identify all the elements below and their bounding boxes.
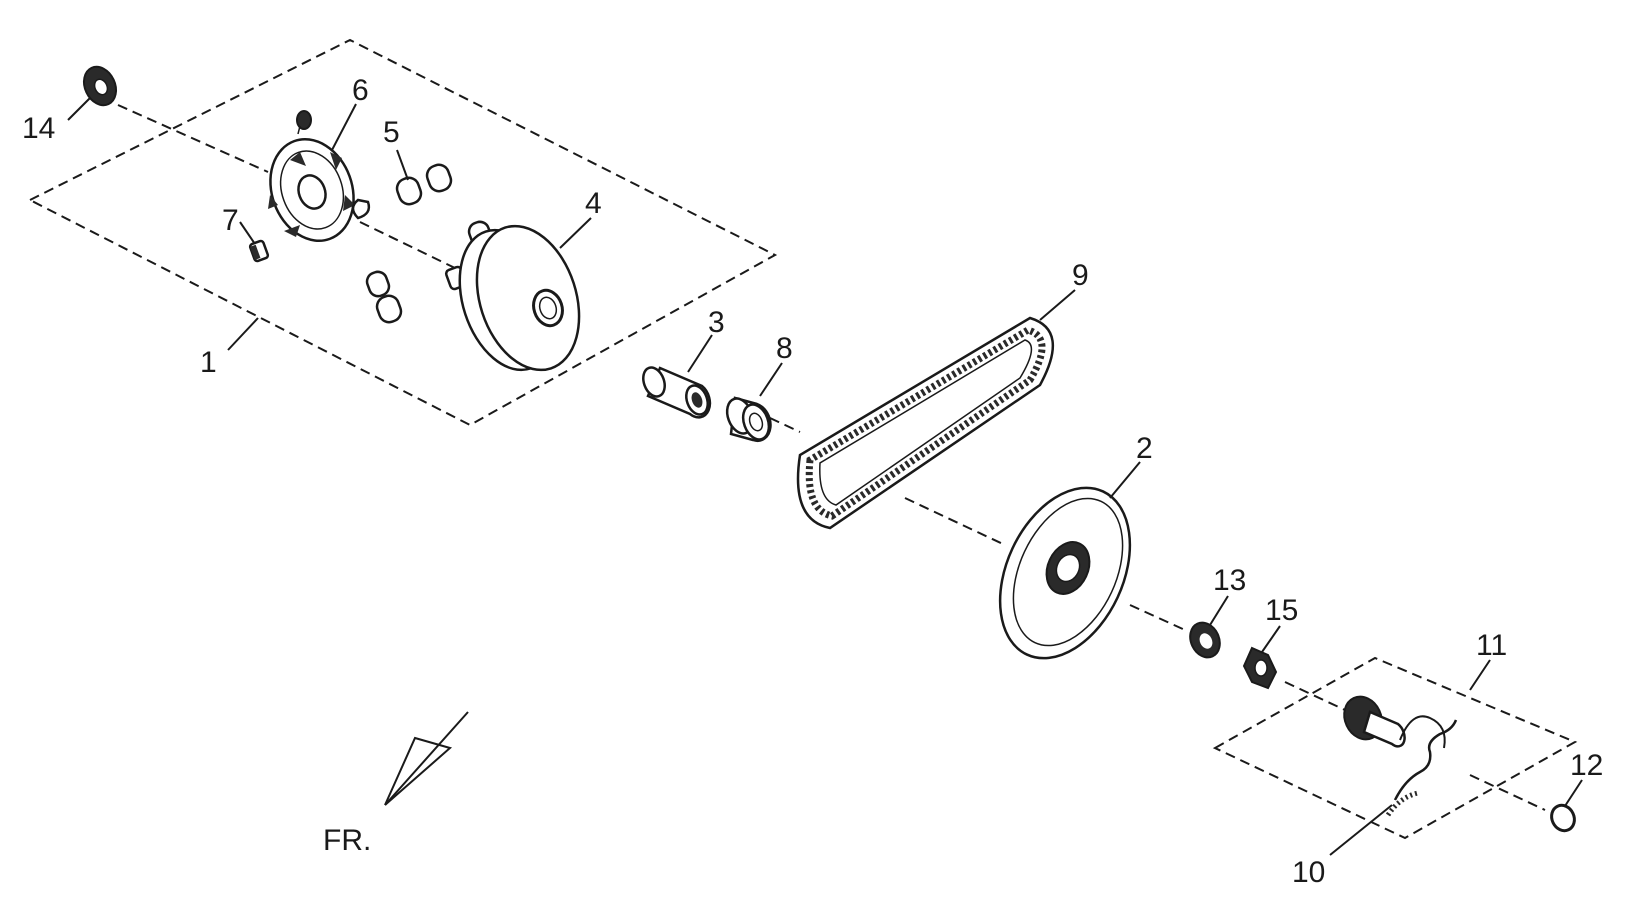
- part-4-drive-face: [458, 224, 581, 372]
- part-6-screw: [296, 110, 312, 135]
- assembly-1-boundary: [27, 38, 778, 427]
- part-10-spring-clip: [1385, 719, 1458, 817]
- callout-12: 12: [1570, 749, 1603, 782]
- leader-3: [687, 334, 713, 373]
- callout-13: 13: [1213, 564, 1246, 597]
- leader-15: [1261, 625, 1281, 653]
- part-14-nut: [82, 65, 118, 107]
- axis-line-2-13: [1129, 604, 1186, 631]
- part-12-circlip: [1550, 803, 1576, 833]
- axis-line-10-12: [1469, 774, 1546, 811]
- leader-6: [331, 103, 357, 151]
- leader-14: [67, 97, 91, 121]
- callout-9: 9: [1072, 259, 1089, 292]
- axis-line-8-9: [769, 417, 801, 433]
- part-15-nut: [1242, 646, 1278, 690]
- part-11-starter-gear: [1343, 695, 1446, 749]
- callout-10: 10: [1292, 856, 1325, 889]
- callout-5: 5: [383, 116, 400, 149]
- part-8-collar: [725, 396, 772, 442]
- callout-15: 15: [1265, 594, 1298, 627]
- callout-6: 6: [352, 74, 369, 107]
- leader-11: [1469, 659, 1491, 691]
- callout-4: 4: [585, 187, 602, 220]
- part-9-drive-belt: [796, 316, 1055, 530]
- leader-8: [759, 362, 783, 397]
- axis-line-14-6: [117, 104, 269, 173]
- front-label: FR.: [323, 824, 371, 857]
- part-2-driven-pulley: [998, 486, 1132, 660]
- part-3-sleeve: [642, 366, 712, 419]
- callout-7: 7: [222, 204, 239, 237]
- callout-2: 2: [1136, 432, 1153, 465]
- leader-10: [1329, 804, 1393, 856]
- front-direction-arrow: [384, 711, 469, 806]
- leader-12: [1564, 779, 1583, 807]
- callout-1: 1: [200, 346, 217, 379]
- callout-3: 3: [708, 306, 725, 339]
- leader-1: [227, 317, 259, 351]
- part-13-washer: [1189, 621, 1221, 659]
- axis-line-6-4: [359, 221, 456, 269]
- leader-13: [1209, 595, 1229, 626]
- assembly-11-boundary: [1212, 656, 1578, 840]
- leader-2: [1109, 461, 1141, 499]
- leader-9: [1039, 289, 1076, 321]
- callout-14: 14: [22, 112, 55, 145]
- leader-4: [559, 217, 592, 249]
- leader-5: [396, 149, 409, 181]
- callout-8: 8: [776, 332, 793, 365]
- leader-7: [239, 221, 256, 245]
- axis-line-9-2: [904, 497, 1006, 546]
- part-7-slider: [248, 239, 270, 263]
- part-6-ramp-plate: [268, 138, 355, 242]
- axis-line-15-11: [1284, 681, 1346, 711]
- callout-11: 11: [1476, 629, 1507, 662]
